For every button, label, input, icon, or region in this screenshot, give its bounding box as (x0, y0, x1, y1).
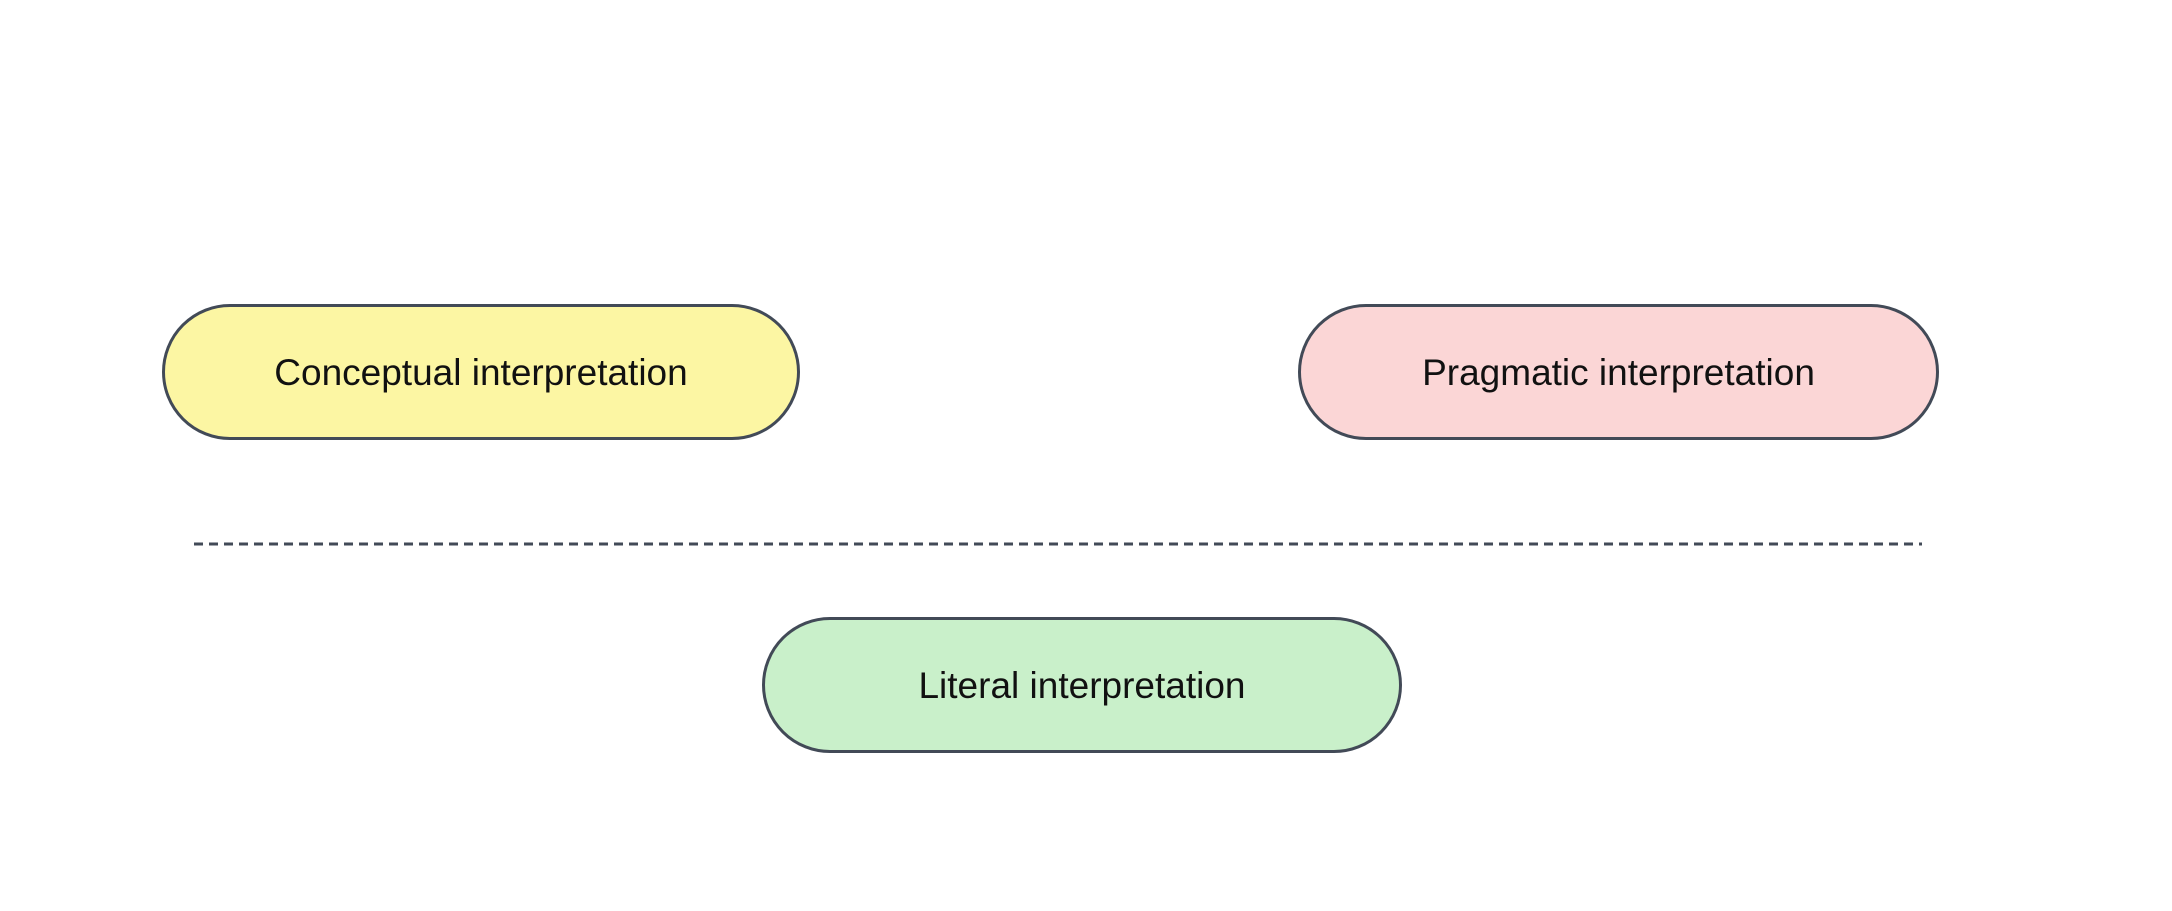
node-literal-interpretation: Literal interpretation (762, 617, 1402, 753)
node-literal-interpretation-label: Literal interpretation (918, 664, 1246, 706)
node-pragmatic-interpretation: Pragmatic interpretation (1298, 304, 1939, 440)
node-conceptual-interpretation-label: Conceptual interpretation (274, 351, 688, 393)
node-conceptual-interpretation: Conceptual interpretation (162, 304, 800, 440)
dashed-divider-line (194, 542, 1922, 546)
node-pragmatic-interpretation-label: Pragmatic interpretation (1422, 351, 1815, 393)
